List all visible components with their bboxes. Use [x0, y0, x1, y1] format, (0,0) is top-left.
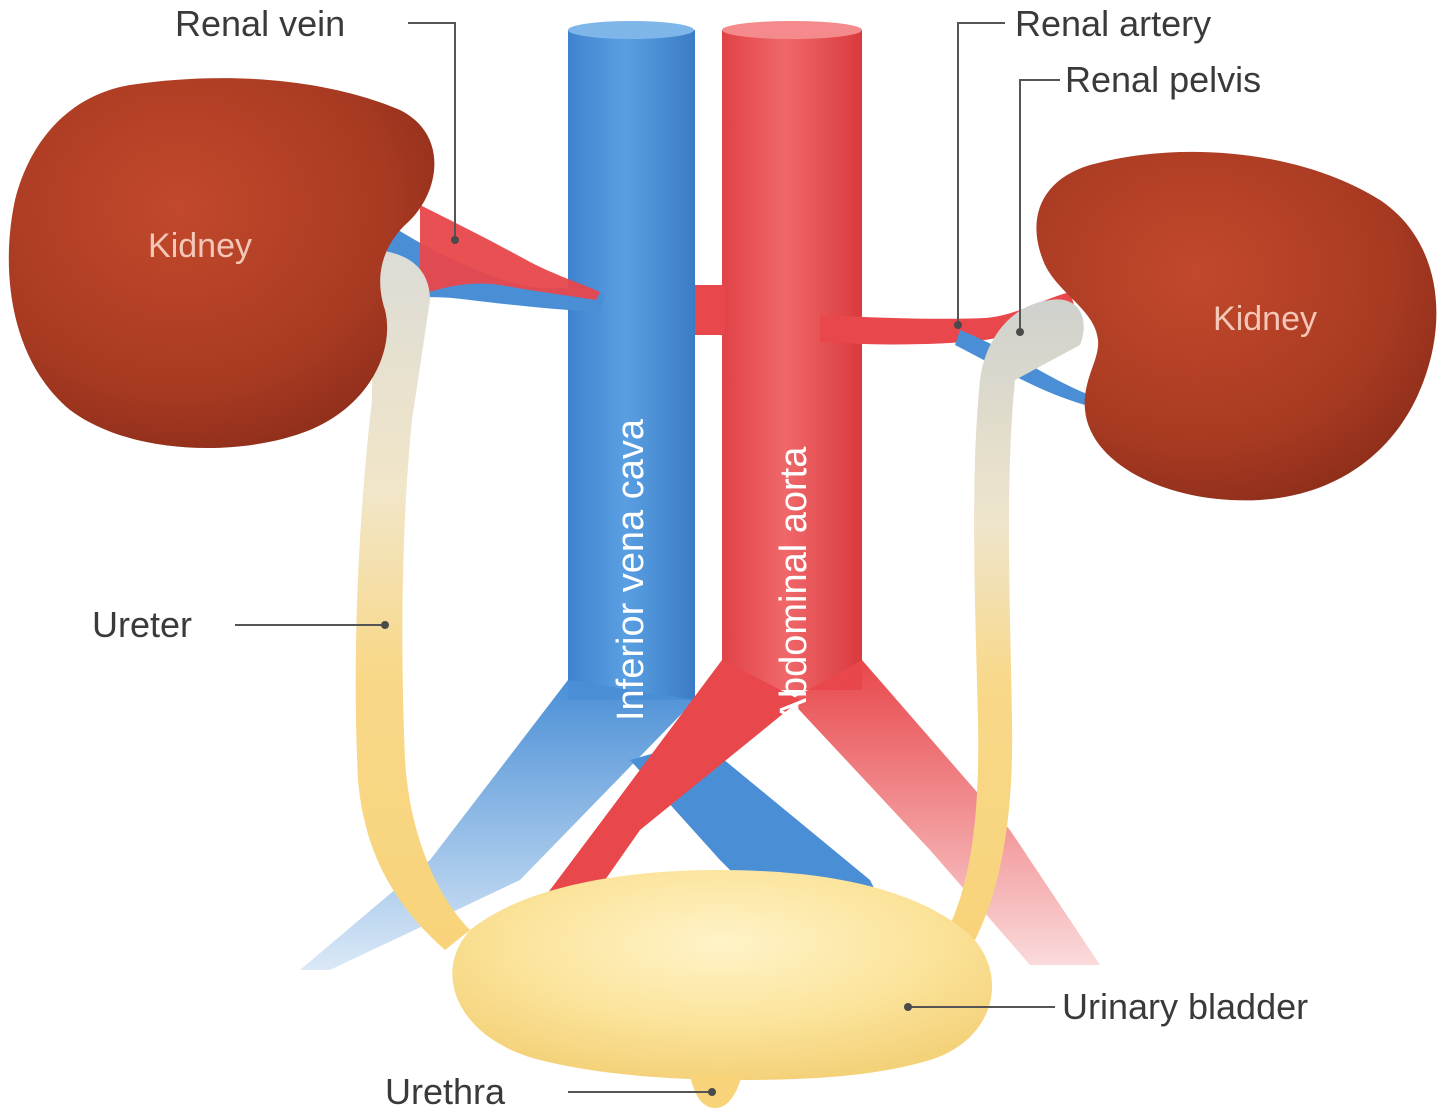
renal-pelvis-label: Renal pelvis — [1065, 59, 1261, 100]
renal-vein-label: Renal vein — [175, 3, 345, 44]
urethra-label: Urethra — [385, 1071, 506, 1112]
urinary-bladder-label: Urinary bladder — [1062, 986, 1308, 1027]
inferior-vena-cava-label: Inferior vena cava — [610, 418, 652, 721]
urinary-bladder — [452, 870, 992, 1080]
abdominal-aorta-label: Abdominal aorta — [773, 446, 815, 724]
right-kidney-label: Kidney — [1213, 300, 1317, 338]
ureter-label: Ureter — [92, 604, 192, 645]
renal-artery-label: Renal artery — [1015, 3, 1211, 44]
left-kidney-label: Kidney — [148, 227, 252, 265]
